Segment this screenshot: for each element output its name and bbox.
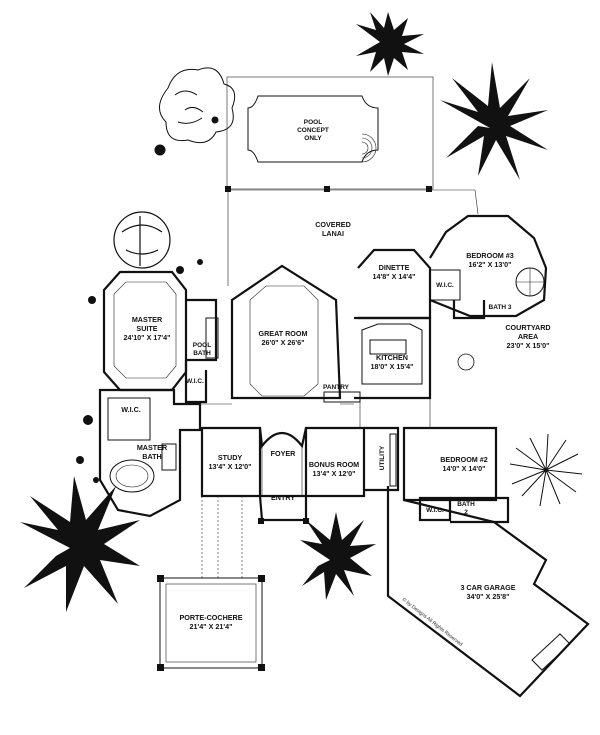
- entry-walls: [258, 495, 308, 522]
- dinette-dims: 14'8" X 14'4": [372, 272, 415, 281]
- bedroom3-dims: 16'2" X 13'0": [468, 260, 511, 269]
- shrubs-left: [76, 259, 203, 483]
- kitchen-label: KITCHEN: [376, 353, 408, 362]
- bath3-label: BATH 3: [489, 304, 512, 311]
- plant-courtyard: [457, 353, 475, 371]
- pool-deck: POOL CONCEPT ONLY: [226, 76, 434, 190]
- porte-cochere-dims: 21'4" X 21'4": [189, 622, 232, 631]
- utility-label: UTILITY: [379, 445, 386, 470]
- courtyard-dims: 23'0" X 15'0": [506, 341, 549, 350]
- porte-cochere-label: PORTE-COCHERE: [179, 613, 242, 622]
- utility-walls: [364, 426, 400, 492]
- palm-top-right: [440, 62, 548, 180]
- master-bath-label-2: BATH: [142, 452, 161, 461]
- pool-bath-label-2: BATH: [193, 350, 211, 357]
- master-suite-label: MASTER: [132, 315, 163, 324]
- wic-master-label: W.I.C.: [121, 405, 141, 414]
- courtyard-label: COURTYARD: [505, 323, 550, 332]
- pantry-label: PANTRY: [323, 384, 350, 391]
- master-bath-label: MASTER: [137, 443, 168, 452]
- bath2-label: BATH: [457, 501, 475, 508]
- pool-label-2: CONCEPT: [297, 127, 329, 134]
- master-suite-label-2: SUITE: [136, 324, 157, 333]
- palm-top-center: [356, 12, 424, 76]
- porte-cochere: [157, 496, 265, 671]
- great-room-dims: 26'0" X 26'6": [261, 338, 304, 347]
- master-bath-walls: [98, 388, 202, 518]
- master-suite-dims: 24'10" X 17'4": [123, 333, 170, 342]
- foyer-label: FOYER: [271, 449, 297, 458]
- bedroom3-label: BEDROOM #3: [466, 251, 514, 260]
- great-room-walls: [230, 264, 342, 400]
- bedroom2-walls: [402, 426, 498, 502]
- copyright-text: © by Designs All Rights Reserved: [401, 596, 464, 648]
- bath2-label-2: 2: [464, 509, 468, 516]
- lanai-label-1: COVERED: [315, 220, 351, 229]
- study-dims: 13'4" X 12'0": [208, 462, 251, 471]
- covered-lanai: COVERED LANAI: [225, 186, 479, 286]
- kitchen-walls: [354, 316, 432, 400]
- foyer-walls: [258, 427, 308, 498]
- bonus-room-dims: 13'4" X 12'0": [312, 469, 355, 478]
- palm-right: [509, 433, 583, 507]
- wic-bedroom2-label: W.I.C.: [426, 507, 444, 514]
- garage-walls: [386, 486, 590, 698]
- shrub-cluster-top-left: [154, 67, 236, 156]
- kitchen-dims: 18'0" X 15'4": [370, 362, 413, 371]
- bonus-room-walls: [304, 426, 366, 498]
- garage-dims: 34'0" X 25'8": [466, 592, 509, 601]
- pool-label-3: ONLY: [304, 135, 322, 142]
- bedroom2-label: BEDROOM #2: [440, 455, 488, 464]
- tree-left-round: [113, 211, 171, 269]
- house-walls: [98, 214, 590, 698]
- study-label: STUDY: [218, 453, 243, 462]
- pool-bath-label: POOL: [193, 342, 211, 349]
- entry-label: ENTRY: [271, 493, 295, 502]
- courtyard-label-2: AREA: [518, 332, 538, 341]
- bedroom2-dims: 14'0" X 14'0": [442, 464, 485, 473]
- wic-bedroom3-label: W.I.C.: [436, 282, 454, 289]
- wic-master-small-label: W.I.C.: [186, 378, 204, 385]
- palm-bottom-left: [20, 476, 140, 612]
- garage-label: 3 CAR GARAGE: [460, 583, 515, 592]
- lanai-label-2: LANAI: [322, 229, 344, 238]
- dinette-walls: [357, 248, 432, 320]
- pool-label-1: POOL: [304, 119, 322, 126]
- great-room-label: GREAT ROOM: [259, 329, 308, 338]
- bonus-room-label: BONUS ROOM: [309, 460, 359, 469]
- bedroom3-walls: [429, 214, 548, 318]
- dinette-label: DINETTE: [379, 263, 410, 272]
- landscaping: [20, 12, 583, 612]
- palm-center-bottom: [300, 512, 376, 600]
